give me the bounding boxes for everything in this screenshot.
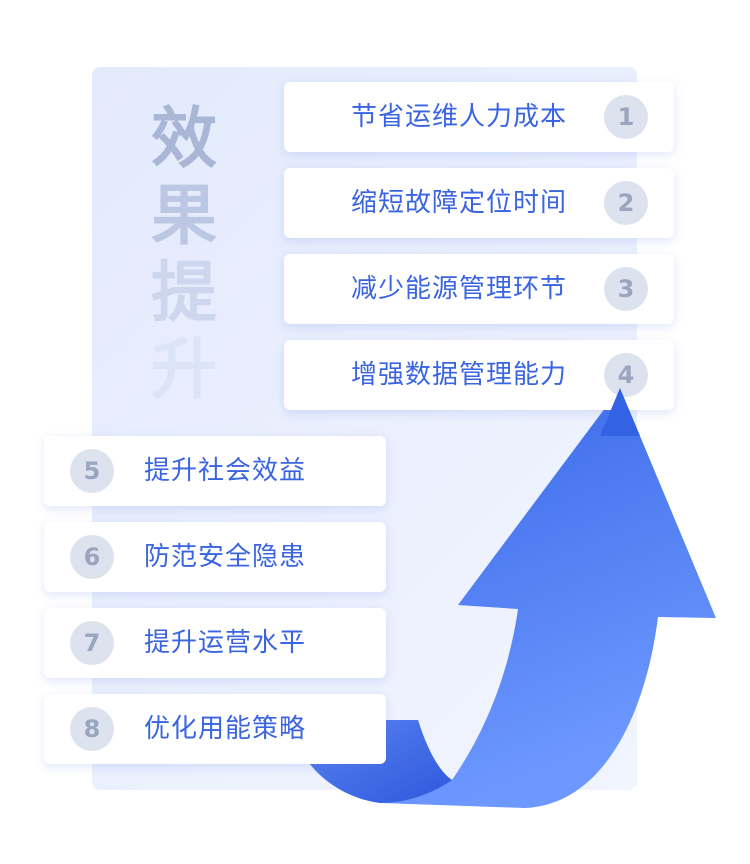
benefit-card-4: 增强数据管理能力 4	[284, 340, 674, 410]
benefit-card-7: 7 提升运营水平	[44, 608, 386, 678]
number-badge: 4	[604, 353, 648, 397]
number-badge: 2	[604, 181, 648, 225]
number-badge: 7	[70, 621, 114, 665]
benefit-card-2: 缩短故障定位时间 2	[284, 168, 674, 238]
benefit-card-6: 6 防范安全隐患	[44, 522, 386, 592]
title-char: 升	[151, 331, 217, 408]
number-badge: 5	[70, 449, 114, 493]
benefit-card-3: 减少能源管理环节 3	[284, 254, 674, 324]
benefit-label: 提升社会效益	[144, 456, 307, 486]
number-badge: 8	[70, 707, 114, 751]
benefit-label: 节省运维人力成本	[350, 102, 567, 132]
benefit-label: 增强数据管理能力	[350, 360, 567, 390]
number-badge: 1	[604, 95, 648, 139]
section-title: 效 果 提 升	[148, 100, 220, 408]
benefit-card-5: 5 提升社会效益	[44, 436, 386, 506]
benefit-card-8: 8 优化用能策略	[44, 694, 386, 764]
number-badge: 3	[604, 267, 648, 311]
benefit-label: 防范安全隐患	[144, 542, 307, 572]
title-char: 效	[151, 100, 217, 177]
number-badge: 6	[70, 535, 114, 579]
title-char: 果	[151, 177, 217, 254]
benefit-label: 缩短故障定位时间	[350, 188, 567, 218]
benefit-label: 提升运营水平	[144, 628, 307, 658]
title-char: 提	[151, 254, 217, 331]
benefit-label: 减少能源管理环节	[350, 274, 567, 304]
benefit-card-1: 节省运维人力成本 1	[284, 82, 674, 152]
benefit-label: 优化用能策略	[144, 714, 307, 744]
